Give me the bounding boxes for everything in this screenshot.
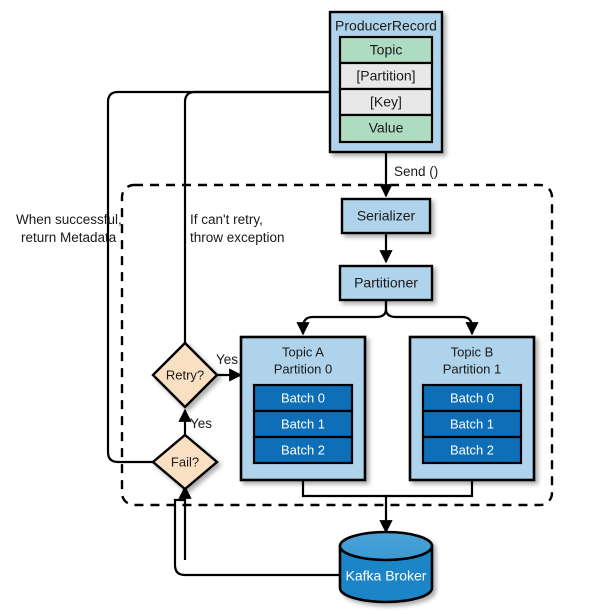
producer-record-row-partition-label: [Partition] xyxy=(356,68,415,84)
topic-a-batch-0-box xyxy=(252,383,354,413)
success-note-line-1: When successful, xyxy=(16,212,122,227)
topic-b-batch-2-label: Batch 2 xyxy=(450,442,494,457)
fail-diamond xyxy=(151,433,219,491)
broker-cylinder-top xyxy=(338,530,434,562)
retry-label: Retry? xyxy=(166,367,204,382)
success-note-line-2: return Metadata xyxy=(21,230,117,245)
send-edge-label: Send () xyxy=(394,164,438,179)
broker-label: Kafka Broker xyxy=(346,568,427,584)
partitioner-to-topic-a-path xyxy=(296,301,388,336)
topic-b-batch-0-label: Batch 0 xyxy=(450,390,494,405)
topic-a-batch-0-label: Batch 0 xyxy=(281,390,325,405)
partitioner-box xyxy=(338,264,434,302)
exception-note-line-2: throw exception xyxy=(190,230,285,245)
producer-record-row-value-box xyxy=(338,113,434,144)
throw-exception-path xyxy=(183,85,392,345)
topic-b-partition-1-node: Topic B Partition 1 Batch 0 Batch 1 Batc… xyxy=(408,335,536,482)
serializer-node: Serializer xyxy=(340,197,432,235)
producer-record-row-topic-box xyxy=(338,35,434,65)
topic-a-title-line-1: Topic A xyxy=(282,344,324,359)
topic-a-to-broker-path xyxy=(301,480,386,498)
producer-boundary-dashed-region xyxy=(120,183,554,507)
topic-b-batch-0-box xyxy=(421,383,523,413)
topic-b-title-line-2: Partition 1 xyxy=(443,361,502,376)
retry-yes-edge-label: Yes xyxy=(216,352,238,367)
success-note: When successful, return Metadata xyxy=(16,212,122,245)
topic-a-batch-2-label: Batch 2 xyxy=(281,442,325,457)
broker-cylinder-body xyxy=(338,544,434,604)
producer-record-row-value-label: Value xyxy=(369,120,404,136)
producer-record-row-key-box xyxy=(338,87,434,117)
topic-b-title-line-1: Topic B xyxy=(451,344,494,359)
fail-label: Fail? xyxy=(171,454,199,469)
producer-record-row-key-label: [Key] xyxy=(370,94,402,110)
topic-a-title-line-2: Partition 0 xyxy=(274,361,333,376)
topic-a-partition-0-node: Topic A Partition 0 Batch 0 Batch 1 Batc… xyxy=(239,335,367,482)
kafka-broker-node: Kafka Broker xyxy=(338,530,434,604)
serializer-label: Serializer xyxy=(357,208,416,224)
broker-to-fail-path xyxy=(173,487,340,577)
topic-b-batch-1-label: Batch 1 xyxy=(450,416,494,431)
serializer-box xyxy=(340,197,432,235)
fail-decision-node: Fail? xyxy=(151,433,219,491)
success-return-metadata-path xyxy=(106,85,392,464)
producer-record-row-topic-label: Topic xyxy=(370,42,403,58)
partitioner-node: Partitioner xyxy=(338,264,434,302)
retry-diamond xyxy=(151,341,219,409)
exception-note: If can't retry, throw exception xyxy=(190,212,285,245)
retry-decision-node: Retry? xyxy=(151,341,219,409)
partitioner-to-topic-b-path xyxy=(384,301,479,336)
topic-a-batch-1-box xyxy=(252,409,354,439)
producer-record-title: ProducerRecord xyxy=(335,18,437,34)
exception-note-line-1: If can't retry, xyxy=(190,212,263,227)
topic-b-to-broker-path xyxy=(379,480,474,534)
topic-b-batch-2-box xyxy=(421,435,523,465)
partitioner-label: Partitioner xyxy=(354,275,418,291)
producer-record-node: ProducerRecord Topic [Partition] [Key] V… xyxy=(328,10,444,154)
fail-yes-edge-label: Yes xyxy=(190,416,212,431)
topic-a-batch-1-label: Batch 1 xyxy=(281,416,325,431)
topic-a-batch-2-box xyxy=(252,435,354,465)
